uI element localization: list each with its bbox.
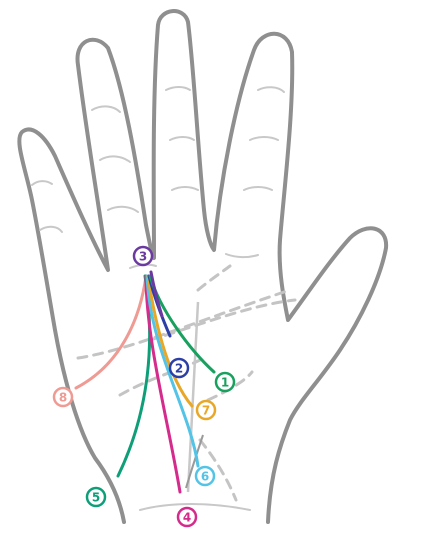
line-8 xyxy=(74,274,148,390)
line-3-stem xyxy=(149,270,164,318)
hand-outline xyxy=(17,9,389,524)
svg-text:1: 1 xyxy=(221,376,229,390)
dashed-lines xyxy=(76,264,297,502)
svg-text:3: 3 xyxy=(139,250,147,264)
short-grey-line xyxy=(185,434,204,489)
marker-4: 4 xyxy=(176,506,198,528)
svg-text:8: 8 xyxy=(59,391,67,405)
marker-3: 3 xyxy=(132,245,154,267)
svg-text:6: 6 xyxy=(201,470,209,484)
svg-text:7: 7 xyxy=(202,404,210,418)
marker-7: 7 xyxy=(195,399,217,421)
vertical-grey-line xyxy=(186,301,200,493)
line-7 xyxy=(146,274,194,408)
marker-1: 1 xyxy=(214,371,236,393)
svg-text:4: 4 xyxy=(183,511,191,525)
svg-text:5: 5 xyxy=(92,491,100,505)
marker-5: 5 xyxy=(85,486,107,508)
marker-6: 6 xyxy=(194,465,216,487)
marker-2: 2 xyxy=(168,357,190,379)
line-5 xyxy=(116,274,152,478)
marker-8: 8 xyxy=(52,386,74,408)
svg-text:2: 2 xyxy=(175,362,183,376)
line-4 xyxy=(144,274,182,494)
line-6 xyxy=(145,274,200,468)
